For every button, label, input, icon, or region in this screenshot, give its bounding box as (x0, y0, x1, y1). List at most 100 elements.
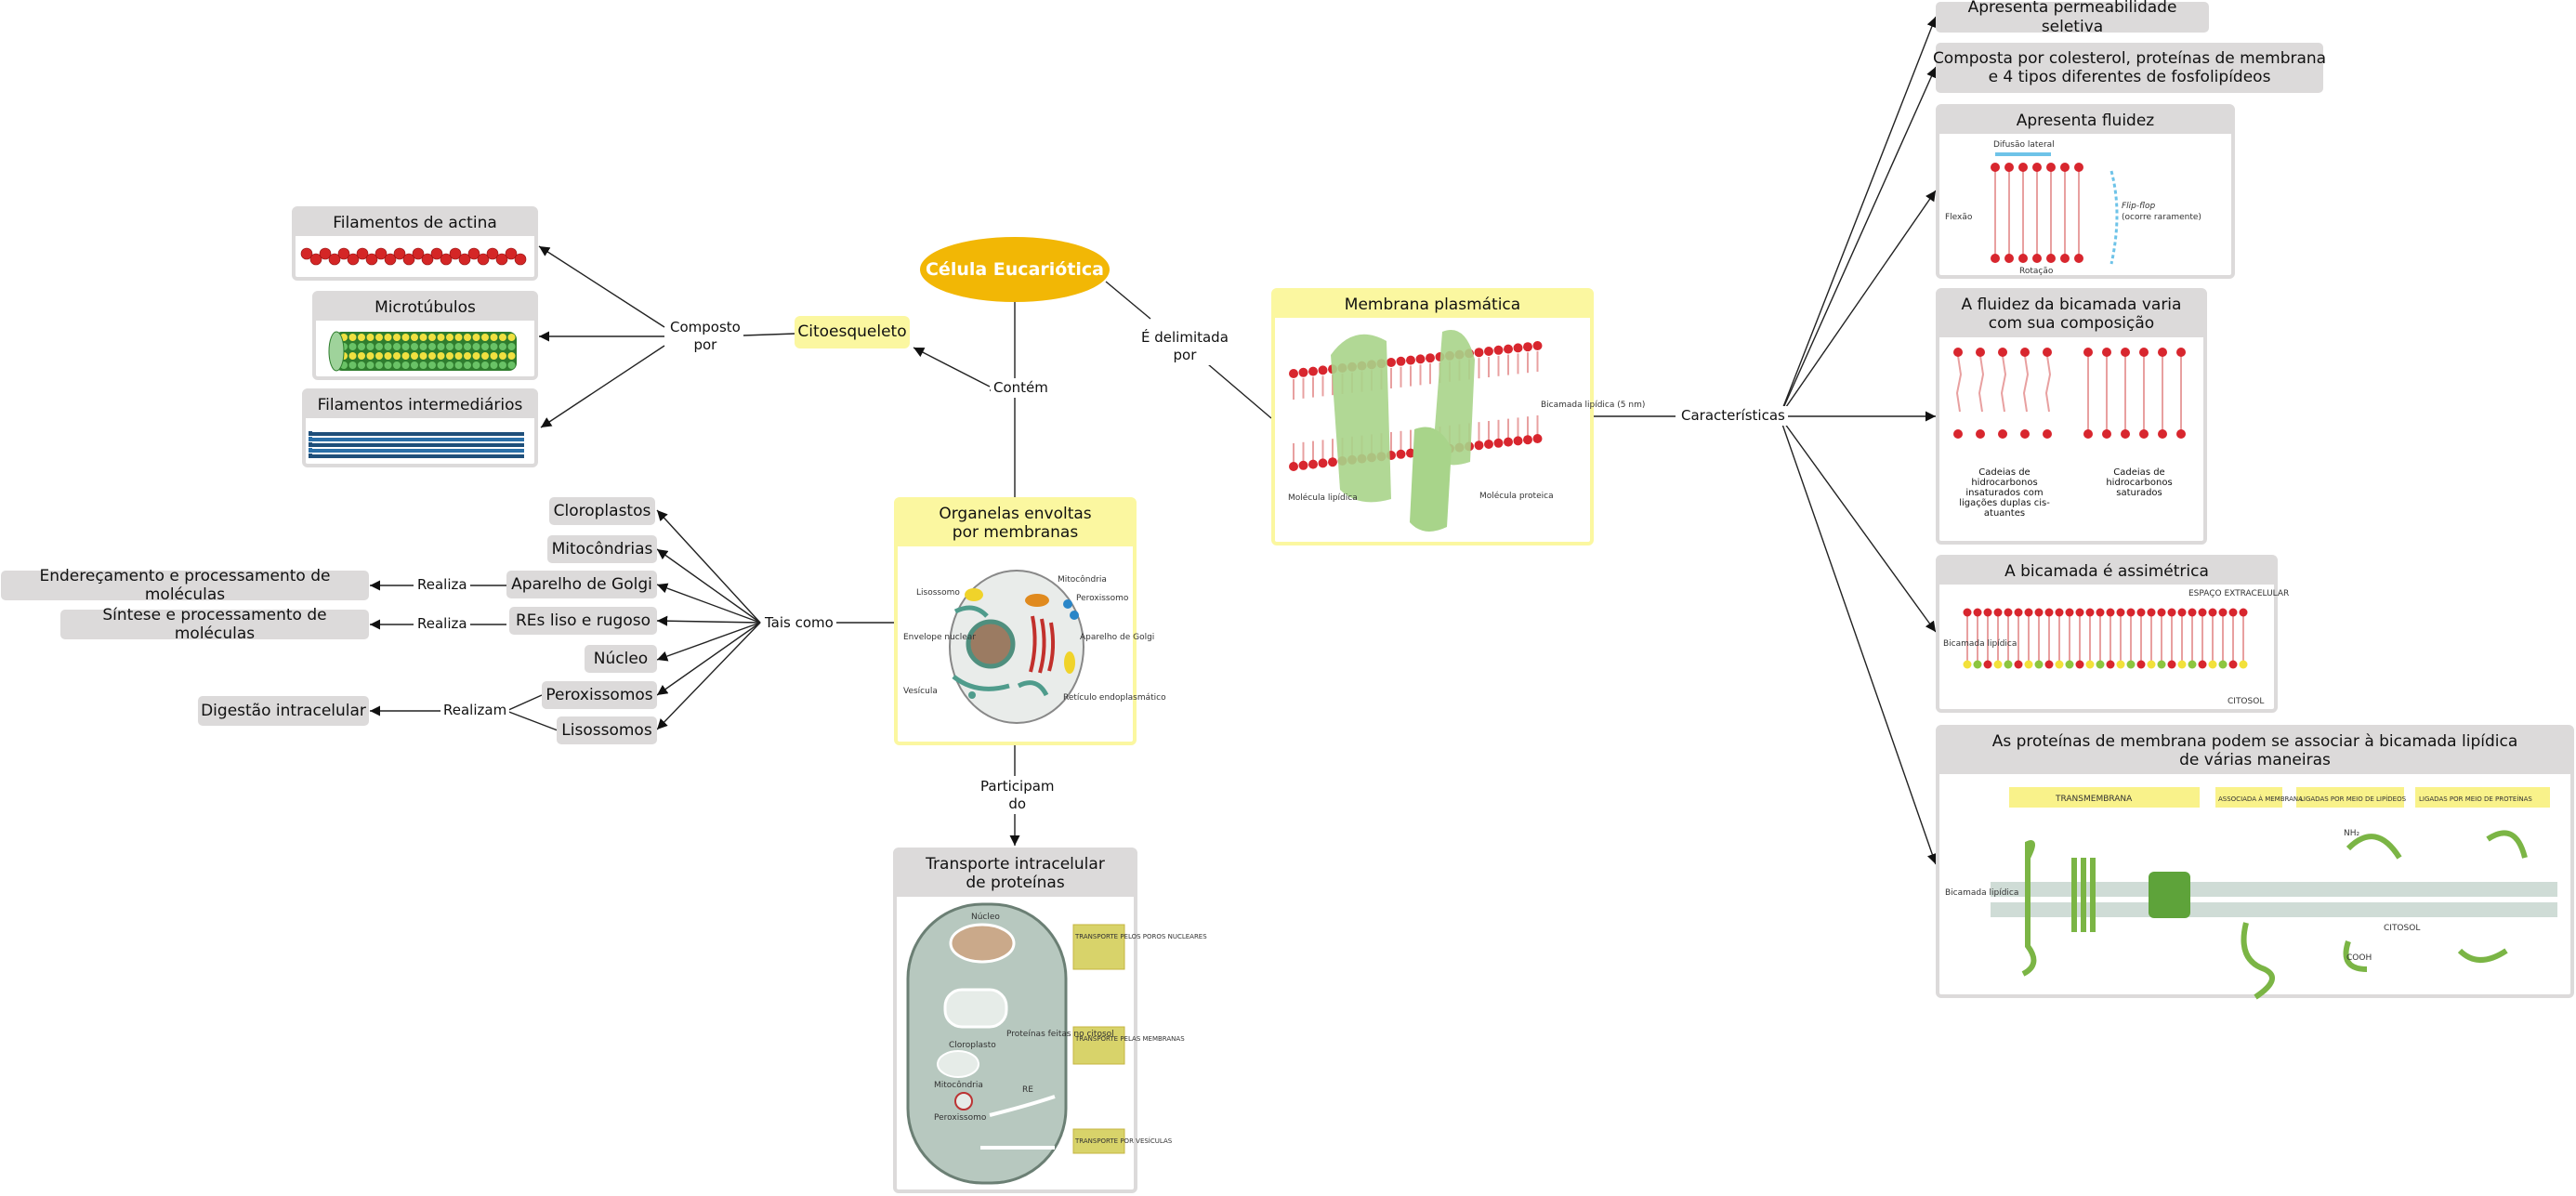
intermediate-strand (309, 453, 524, 459)
organelle-mitocondrias[interactable]: Mitocôndrias (547, 535, 657, 563)
lipid-head (2083, 428, 2093, 439)
lipid-head (2096, 608, 2105, 617)
lipid-head (1983, 660, 1992, 669)
function-label: Digestão intracelular (201, 701, 366, 720)
actin-subunit (309, 254, 322, 266)
lipid-head (2136, 608, 2146, 617)
cell-organelles-image: Lisossomo Mitocôndria Peroxissomo Envelo… (903, 569, 1166, 724)
lipid-head (1991, 254, 2000, 264)
lipid-head (1513, 343, 1523, 353)
organelles-card[interactable]: Organelas envoltas por membranas Lisosso… (894, 497, 1166, 745)
tubulin-subunit (490, 361, 498, 370)
tubulin-subunit (375, 343, 383, 351)
tubulin-subunit (401, 343, 410, 351)
asymmetry-title: A bicamada é assimétrica (1939, 559, 2274, 585)
lipid-head (1328, 457, 1337, 467)
actin-subunit (337, 248, 350, 260)
intermediate-strand (309, 437, 524, 442)
organelle-nucleo[interactable]: Núcleo (585, 645, 657, 673)
lipid-head (2043, 428, 2052, 439)
label-lisossomo: Lisossomo (916, 588, 960, 598)
organelle-label: Lisossomos (561, 720, 652, 740)
microtubule-image (328, 331, 517, 372)
lipid-head (1523, 435, 1532, 445)
tubulin-subunit (419, 334, 427, 342)
tubulin-subunit (437, 334, 445, 342)
transport-card[interactable]: Transporte intracelular de proteínas Núc… (893, 848, 1207, 1193)
lipid-head (1523, 342, 1532, 352)
actin-subunit (300, 248, 313, 260)
tubulin-subunit (358, 334, 365, 342)
tubulin-subunit (454, 334, 463, 342)
link-contem: Contém (991, 378, 1051, 398)
lipid-head (1289, 369, 1298, 379)
lipid-head (2075, 608, 2084, 617)
lipid-head (2121, 428, 2130, 439)
char-composition[interactable]: Composta por colesterol, proteínas de me… (1933, 43, 2326, 93)
lipid-head (2004, 254, 2014, 264)
lipid-head (2218, 608, 2228, 617)
actin-subunit (328, 254, 341, 266)
tubulin-subunit (507, 352, 516, 361)
central-node[interactable]: Célula Eucariótica (920, 237, 1110, 302)
microtubule-card[interactable]: Microtúbulos (312, 291, 538, 380)
lipid-head (2208, 608, 2217, 617)
lipid-head (2102, 428, 2111, 439)
lipid-head (2228, 660, 2238, 669)
organelle-cloroplastos[interactable]: Cloroplastos (549, 497, 655, 525)
tubulin-subunit (393, 352, 401, 361)
lipid-head (1406, 355, 1415, 365)
organelle-lisossomos[interactable]: Lisossomos (557, 716, 657, 744)
membrane-proteins-card[interactable]: As proteínas de membrana podem se associ… (1936, 725, 2574, 1000)
lipid-head (2188, 608, 2197, 617)
fluidity-card[interactable]: Apresenta fluidez Difusão lateral Flexão… (1936, 104, 2235, 279)
lipid-head (2121, 347, 2130, 357)
label-peroxissomo: Peroxissomo (1076, 594, 1129, 603)
asymmetry-card[interactable]: A bicamada é assimétrica ESPAÇO EXTRACEL… (1936, 555, 2289, 713)
citoesqueleto-node[interactable]: Citoesqueleto (795, 316, 910, 348)
lipid-head (2106, 660, 2115, 669)
organelle-label: Peroxissomos (545, 685, 653, 704)
lipid-head (2065, 660, 2074, 669)
tubulin-subunit (464, 352, 471, 361)
link-composto: Composto por (667, 318, 743, 355)
actin-subunit (393, 248, 406, 260)
label-mitocondria: Mitocôndria (1058, 574, 1107, 585)
function-re[interactable]: Síntese e processamento de moléculas (60, 606, 369, 643)
lipid-head (1396, 357, 1406, 367)
actin-subunit (412, 248, 425, 260)
organelle-peroxissomos[interactable]: Peroxissomos (542, 681, 657, 709)
tubulin-subunit (366, 334, 375, 342)
lipid-head (2046, 254, 2056, 264)
tubulin-subunit (384, 334, 392, 342)
tubulin-subunit (411, 361, 418, 370)
tubulin-subunit (472, 334, 480, 342)
actin-subunit (514, 254, 527, 266)
actin-subunit (458, 254, 471, 266)
function-lysosome[interactable]: Digestão intracelular (198, 696, 369, 726)
composition-fluidity-card[interactable]: A fluidez da bicamada varia com sua comp… (1936, 288, 2207, 545)
organelles-title: Organelas envoltas por membranas (898, 501, 1133, 546)
lipid-head (2102, 347, 2111, 357)
tubulin-subunit (401, 352, 410, 361)
lipid-head (2014, 660, 2023, 669)
char-permeability[interactable]: Apresenta permeabilidade seletiva (1936, 0, 2209, 36)
membrane-card[interactable]: Membrana plasmática Bicamada lipídica (5… (1271, 288, 1645, 545)
tubulin-subunit (490, 343, 498, 351)
lipid-head (1998, 347, 2007, 357)
organelle-re[interactable]: REs liso e rugoso (509, 607, 657, 635)
membrane-proteins-title: As proteínas de membrana podem se associ… (1939, 729, 2570, 774)
actin-subunit (319, 248, 332, 260)
lipid-head (1976, 428, 1985, 439)
tubulin-subunit (393, 343, 401, 351)
tubulin-subunit (464, 361, 471, 370)
lipid-head (1953, 347, 1963, 357)
function-golgi[interactable]: Endereçamento e processamento de molécul… (1, 567, 369, 604)
intermediate-filament-card[interactable]: Filamentos intermediários (302, 388, 538, 467)
lipid-head (2065, 608, 2074, 617)
citoesqueleto-label: Citoesqueleto (797, 322, 907, 342)
tubulin-subunit (384, 352, 392, 361)
organelle-golgi[interactable]: Aparelho de Golgi (506, 571, 657, 598)
lipid-head (1998, 428, 2007, 439)
actin-card[interactable]: Filamentos de actina (292, 206, 538, 281)
